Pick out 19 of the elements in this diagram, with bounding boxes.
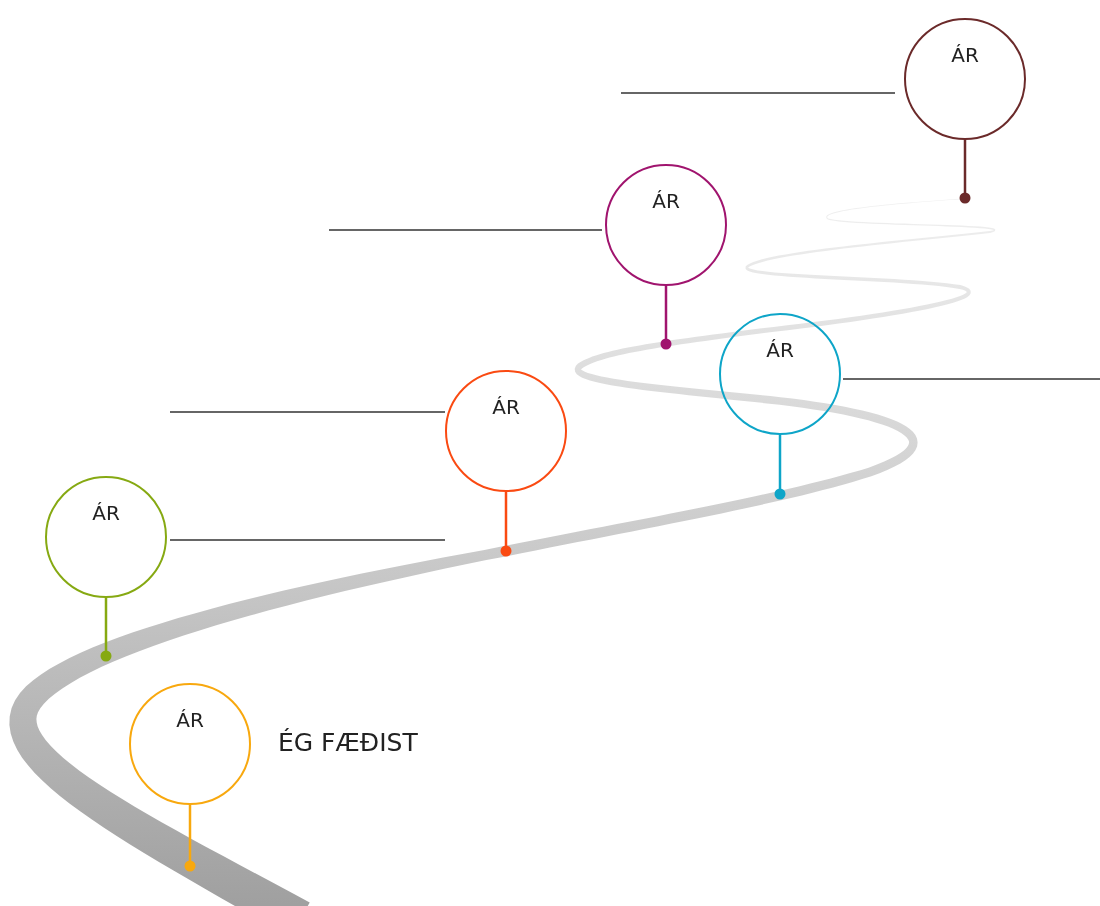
pin-stem (100, 598, 112, 662)
milestone-circle (45, 476, 167, 598)
milestone-circle (719, 313, 841, 435)
year-label: ÁR (92, 502, 120, 524)
milestone-circle (445, 370, 567, 492)
year-label: ÁR (766, 339, 794, 361)
milestone-circle (904, 18, 1026, 140)
pin-stem (184, 805, 196, 872)
milestone-circle (129, 683, 251, 805)
year-label: ÁR (652, 190, 680, 212)
pin-stem (500, 492, 512, 557)
pin-stem (959, 140, 971, 204)
milestone-circle (605, 164, 727, 286)
pin-stem (660, 286, 672, 350)
year-label: ÁR (951, 44, 979, 66)
year-label: ÁR (492, 396, 520, 418)
pin-stem (774, 435, 786, 500)
year-label: ÁR (176, 709, 204, 731)
milestone-caption: ÉG FÆÐIST (278, 728, 418, 758)
